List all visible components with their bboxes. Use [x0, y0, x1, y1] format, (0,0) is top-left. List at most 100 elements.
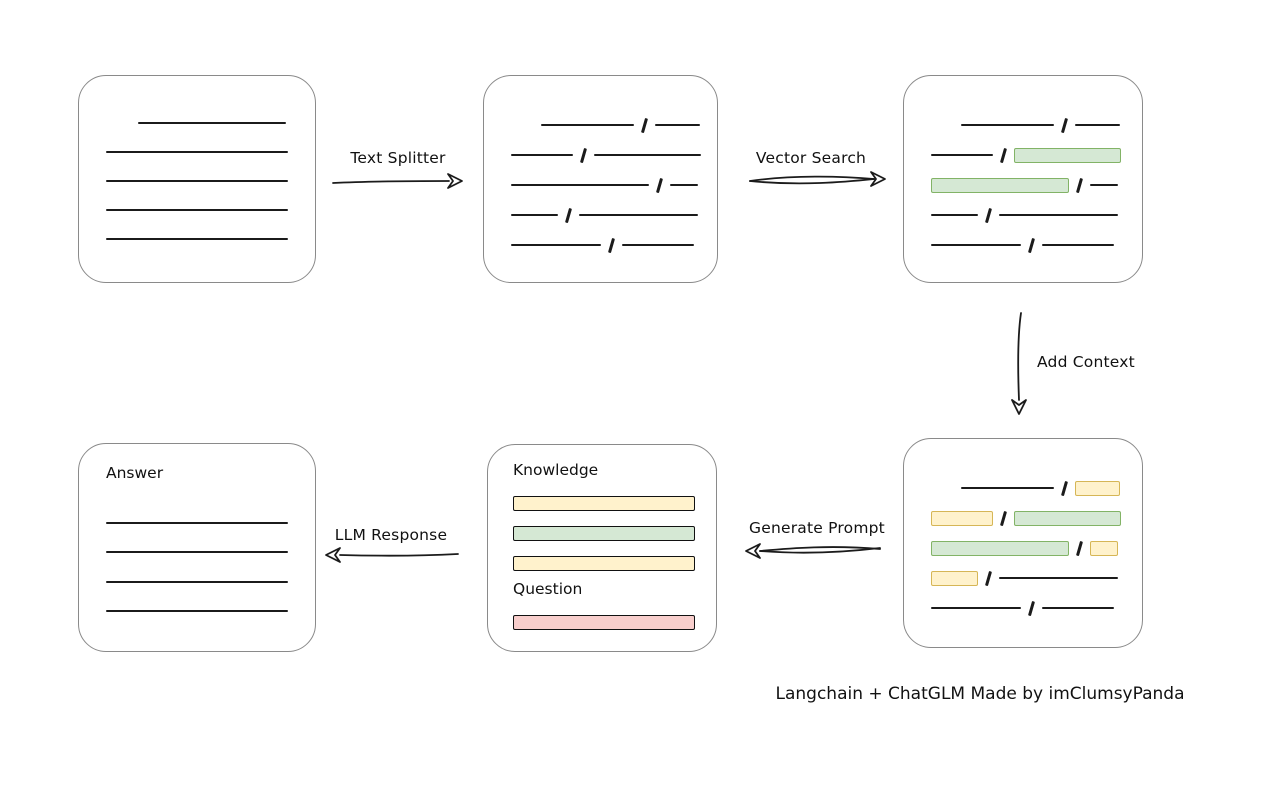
chunk-row	[511, 110, 700, 140]
chunk-highlight-green	[1013, 510, 1121, 526]
chunk-row	[931, 473, 1120, 503]
chunk-line	[998, 214, 1118, 216]
text-line	[106, 150, 288, 153]
chunk-highlight-yellow	[1074, 480, 1120, 496]
row-indent	[106, 122, 138, 123]
vector-search-label: Vector Search	[755, 149, 867, 167]
add-context-arrow	[1011, 312, 1027, 415]
chunk-highlight-yellow	[931, 570, 978, 586]
chunk-row	[931, 140, 1121, 170]
llm-response-arrow	[325, 547, 459, 563]
row-indent	[511, 125, 541, 126]
chunk-line	[961, 487, 1054, 489]
slash-separator	[607, 237, 615, 253]
generate-prompt-label: Generate Prompt	[749, 519, 885, 537]
text-row	[106, 508, 289, 538]
chunk-line	[1089, 184, 1118, 186]
text-row	[106, 108, 289, 137]
chunk-row	[931, 230, 1116, 260]
text-line	[138, 121, 286, 124]
slash-separator	[1027, 600, 1035, 616]
chunk-row	[931, 110, 1120, 140]
slash-separator	[1060, 480, 1068, 496]
text-line	[106, 521, 288, 524]
text-row	[106, 224, 289, 253]
answer-lines	[106, 508, 289, 626]
slash-separator	[999, 147, 1007, 163]
red-bar	[513, 615, 695, 630]
retrieved-chunks-box	[903, 75, 1143, 283]
chunk-row	[931, 170, 1118, 200]
slash-separator	[579, 147, 587, 163]
slash-separator	[640, 117, 648, 133]
text-line	[106, 580, 288, 583]
chunk-line	[998, 577, 1118, 579]
context-chunks-box	[903, 438, 1143, 648]
chunk-row	[931, 563, 1118, 593]
text-line	[106, 610, 288, 613]
chunk-line	[654, 124, 700, 126]
chunk-row	[931, 593, 1116, 623]
chunk-line	[931, 607, 1021, 609]
chunk-line	[1041, 244, 1114, 246]
slash-separator	[984, 570, 992, 586]
chunk-highlight-green	[931, 177, 1069, 193]
vector-search-arrow	[749, 171, 886, 187]
text-row	[106, 137, 289, 166]
row-indent	[931, 125, 961, 126]
green-bar	[513, 526, 695, 541]
question-label: Question	[513, 580, 583, 598]
chunk-line	[961, 124, 1054, 126]
chunk-line	[511, 214, 558, 216]
text-splitter-arrow	[332, 173, 463, 189]
chunk-line	[1074, 124, 1120, 126]
chunk-line	[541, 124, 634, 126]
text-row	[106, 567, 289, 597]
text-row	[106, 195, 289, 224]
chunk-highlight-yellow	[1089, 540, 1118, 556]
text-line	[106, 237, 288, 240]
chunk-line	[669, 184, 698, 186]
split-chunks-box	[483, 75, 718, 283]
answer-box: Answer	[78, 443, 316, 652]
document-box	[78, 75, 316, 283]
chunk-line	[621, 244, 694, 246]
text-row	[106, 538, 289, 568]
generate-prompt-arrow	[745, 543, 881, 559]
chunk-line	[511, 244, 601, 246]
text-row	[106, 597, 289, 627]
knowledge-label: Knowledge	[513, 461, 599, 479]
llm-response-label: LLM Response	[334, 526, 448, 544]
slash-separator	[1075, 177, 1083, 193]
slash-separator	[999, 510, 1007, 526]
chunk-row	[931, 200, 1118, 230]
slash-separator	[655, 177, 663, 193]
chunk-line	[931, 214, 978, 216]
slash-separator	[564, 207, 572, 223]
row-indent	[931, 488, 961, 489]
chunk-line	[578, 214, 698, 216]
chunk-line	[931, 154, 993, 156]
yellow-bar	[513, 556, 695, 571]
text-line	[106, 179, 288, 182]
chunk-line	[931, 244, 1021, 246]
caption: Langchain + ChatGLM Made by imClumsyPand…	[775, 684, 1185, 704]
text-line	[106, 208, 288, 211]
chunk-row	[511, 170, 698, 200]
chunk-highlight-yellow	[931, 510, 993, 526]
chunk-highlight-green	[1013, 147, 1121, 163]
text-line	[106, 551, 288, 554]
chunk-row	[511, 200, 698, 230]
chunk-row	[931, 503, 1121, 533]
answer-label: Answer	[106, 464, 164, 482]
add-context-label: Add Context	[1037, 353, 1135, 371]
chunk-highlight-green	[931, 540, 1069, 556]
chunk-line	[511, 154, 573, 156]
prompt-box: Knowledge Question	[487, 444, 717, 652]
text-splitter-label: Text Splitter	[350, 149, 446, 167]
chunk-line	[593, 154, 701, 156]
chunk-row	[511, 230, 694, 260]
chunk-row	[931, 533, 1118, 563]
slash-separator	[1060, 117, 1068, 133]
